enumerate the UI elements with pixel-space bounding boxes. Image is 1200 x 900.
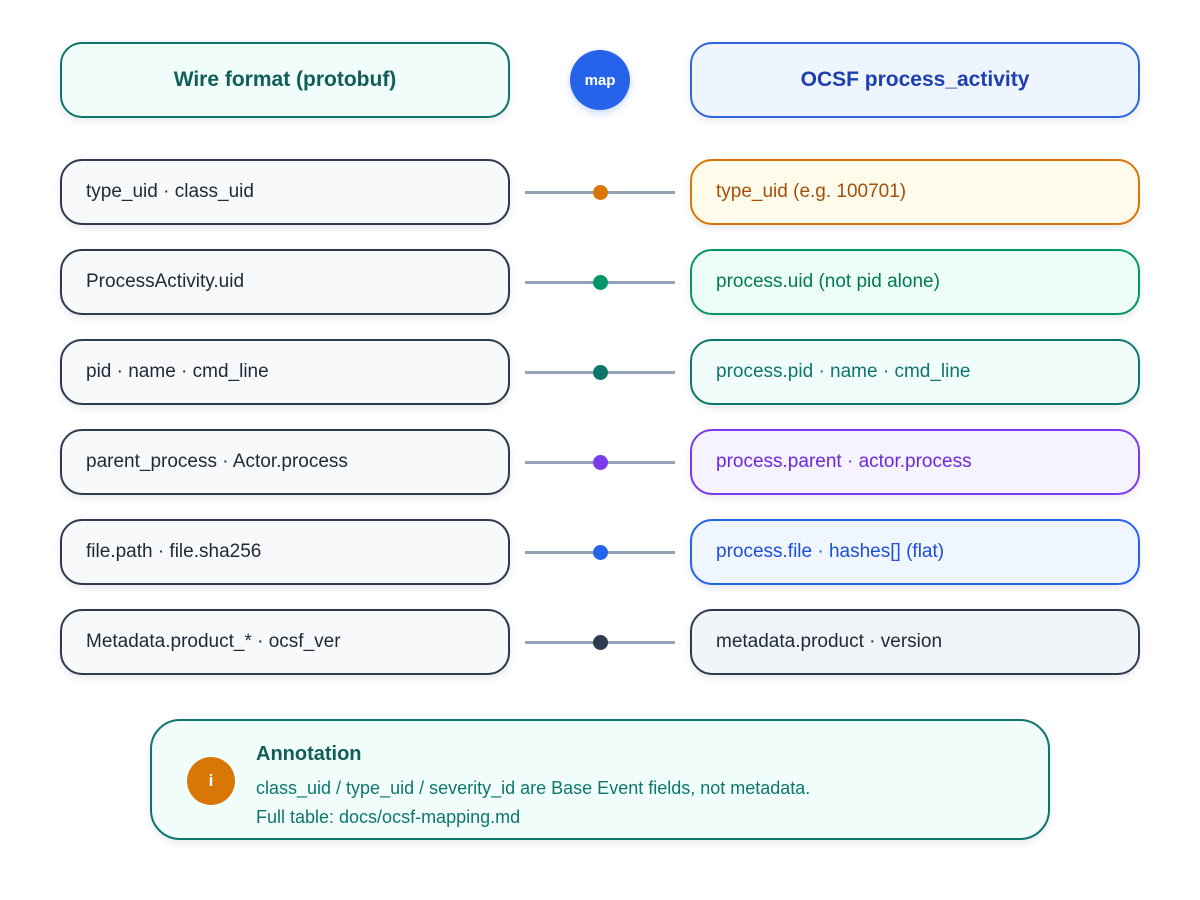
ocsf-field-label: metadata.product · version	[716, 631, 943, 652]
ocsf-field-box: process.parent · actor.process	[690, 429, 1140, 495]
annotation-line-2: Full table: docs/ocsf-mapping.md	[256, 807, 521, 827]
info-icon-glyph: i	[208, 771, 214, 790]
wire-field-label: type_uid · class_uid	[86, 181, 254, 202]
ocsf-field-box: type_uid (e.g. 100701)	[690, 159, 1140, 225]
wire-field-label: Metadata.product_* · ocsf_ver	[86, 631, 341, 652]
wire-field-label: file.path · file.sha256	[86, 541, 262, 562]
wire-field-label: parent_process · Actor.process	[86, 451, 348, 472]
map-badge: map	[570, 50, 630, 110]
wire-format-header: Wire format (protobuf)	[60, 42, 510, 118]
mapping-connector	[525, 185, 675, 200]
connector-dot	[593, 635, 608, 650]
wire-field-box: file.path · file.sha256	[60, 519, 510, 585]
ocsf-field-label: process.uid (not pid alone)	[716, 271, 940, 292]
mapping-connector	[525, 455, 675, 470]
map-badge-label: map	[584, 71, 616, 89]
ocsf-field-label: process.pid · name · cmd_line	[716, 361, 971, 382]
wire-field-box: ProcessActivity.uid	[60, 249, 510, 315]
wire-field-box: Metadata.product_* · ocsf_ver	[60, 609, 510, 675]
ocsf-header: OCSF process_activity	[690, 42, 1140, 118]
ocsf-title: OCSF process_activity	[800, 68, 1030, 91]
ocsf-field-box: metadata.product · version	[690, 609, 1140, 675]
wire-field-label: pid · name · cmd_line	[86, 361, 269, 382]
wire-field-box: pid · name · cmd_line	[60, 339, 510, 405]
annotation-box: i Annotation class_uid / type_uid / seve…	[150, 719, 1050, 840]
mapping-connector	[525, 275, 675, 290]
connector-dot	[593, 365, 608, 380]
ocsf-field-label: process.file · hashes[] (flat)	[716, 541, 945, 562]
ocsf-field-label: process.parent · actor.process	[716, 451, 972, 472]
ocsf-field-box: process.uid (not pid alone)	[690, 249, 1140, 315]
mapping-connector	[525, 545, 675, 560]
connector-dot	[593, 185, 608, 200]
wire-format-title: Wire format (protobuf)	[173, 68, 397, 91]
annotation-title: Annotation	[256, 743, 362, 765]
annotation-line-1: class_uid / type_uid / severity_id are B…	[256, 778, 811, 798]
info-icon: i	[187, 757, 235, 805]
mapping-connector	[525, 635, 675, 650]
wire-field-label: ProcessActivity.uid	[86, 271, 245, 292]
connector-dot	[593, 545, 608, 560]
connector-dot	[593, 455, 608, 470]
wire-field-box: type_uid · class_uid	[60, 159, 510, 225]
ocsf-field-box: process.pid · name · cmd_line	[690, 339, 1140, 405]
ocsf-field-box: process.file · hashes[] (flat)	[690, 519, 1140, 585]
connector-dot	[593, 275, 608, 290]
wire-field-box: parent_process · Actor.process	[60, 429, 510, 495]
ocsf-field-label: type_uid (e.g. 100701)	[716, 181, 907, 202]
mapping-connector	[525, 365, 675, 380]
